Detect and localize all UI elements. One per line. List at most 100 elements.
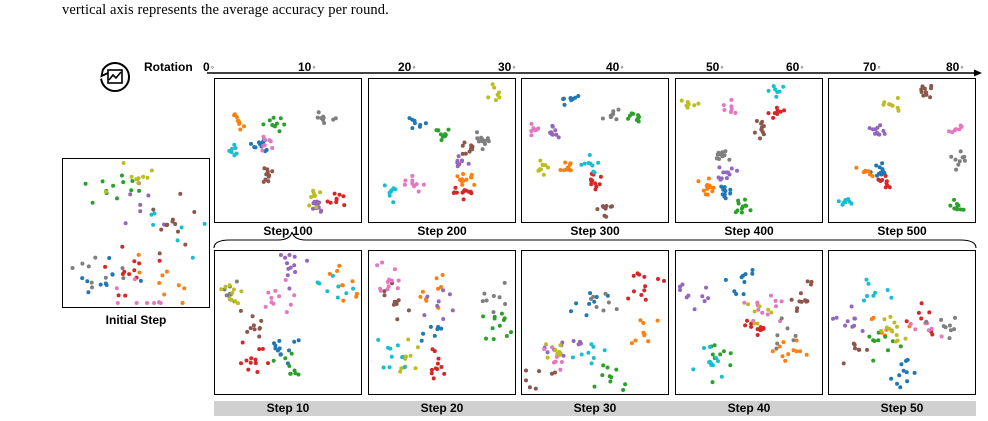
scatter-point [316,110,321,115]
scatter-point [483,142,487,146]
bottom-step-panel-4 [675,250,823,395]
scatter-point [86,264,91,269]
scatter-point [959,124,964,129]
scatter-point [919,316,924,321]
scatter-point [638,318,643,323]
scatter-point [239,289,244,294]
scatter-point [386,284,391,289]
scatter-point [804,352,809,357]
rotation-tick-value: 40 [606,60,620,74]
scatter-point [908,322,913,326]
scatter-point [261,143,266,148]
scatter-point [334,196,339,201]
scatter-point [234,115,239,119]
scatter-point [887,326,892,331]
scatter-point [739,206,744,211]
scatter-point [236,118,241,123]
scatter-point [439,285,443,289]
scatter-point [898,385,903,390]
scatter-point [774,105,779,110]
scatter-point [267,118,272,123]
scatter-point [311,188,316,193]
scatter-point [642,288,647,293]
rotation-tick-6: 60◦ [786,60,804,74]
scatter-point [593,181,598,186]
scatter-point [411,184,416,189]
scatter-point [795,306,800,311]
bottom-step-label-3: Step 30 [573,401,617,415]
scatter-point [176,229,180,234]
scatter-point [122,269,127,274]
scatter-point [90,200,95,205]
scatter-point [325,199,330,204]
scatter-point [484,336,488,341]
scatter-point [436,286,441,291]
scatter-point [283,356,288,361]
rotation-tick-value: 50 [706,60,720,74]
scatter-point [164,223,169,228]
scatter-point [80,276,85,281]
scatter-point [287,348,291,353]
scatter-point [577,339,582,344]
degree-symbol: ◦ [960,62,964,72]
top-step-label-2: Step 200 [417,224,467,238]
scatter-point [128,192,133,197]
scatter-point [537,369,541,374]
scatter-point [402,365,407,370]
scatter-point [706,176,711,181]
scatter-point [614,307,619,312]
degree-symbol: ◦ [210,62,214,72]
scatter-point [502,316,507,321]
scatter-point [138,202,143,207]
scatter-point [870,127,875,132]
scatter-point [791,348,796,353]
scatter-point [718,152,723,157]
degree-symbol: ◦ [720,62,724,72]
scatter-point [905,357,910,362]
scatter-point [901,368,906,373]
scatter-point [229,150,234,155]
scatter-point [614,367,619,372]
rotation-tick-value: 80 [946,60,960,74]
scatter-point [529,133,534,138]
scatter-point [351,286,356,291]
scatter-point [947,336,952,341]
scatter-point [421,182,426,187]
scatter-point [642,332,647,337]
scatter-point [410,126,415,131]
scatter-point [550,345,555,350]
scatter-point [277,129,282,134]
scatter-point [635,271,640,276]
scatter-point [376,337,381,342]
scatter-point [550,124,555,129]
scatter-point [686,102,691,106]
scatter-point [592,384,597,389]
scatter-point [746,302,750,307]
scatter-point [529,129,534,133]
scatter-point [592,170,597,175]
scatter-point [892,320,897,325]
scatter-point [723,277,728,282]
scatter-point [728,363,733,368]
scatter-point [569,98,574,103]
scatter-point [954,167,959,172]
scatter-point [616,107,621,112]
scatter-point [260,148,265,153]
scatter-point [89,280,94,285]
scatter-point [391,200,396,205]
scatter-point [435,128,440,133]
scatter-point [898,344,903,349]
scatter-point [850,324,855,329]
scatter-point [233,146,238,150]
bottom-step-label-1: Step 10 [266,401,310,415]
scatter-point [785,326,790,331]
scatter-point [283,255,288,260]
scatter-point [702,346,706,350]
scatter-point [490,82,495,87]
top-step-label-4: Step 400 [724,224,774,238]
scatter-point [545,350,550,355]
scatter-point [760,310,765,315]
scatter-point [137,270,142,275]
scatter-point [86,290,91,295]
scatter-point [533,386,538,391]
